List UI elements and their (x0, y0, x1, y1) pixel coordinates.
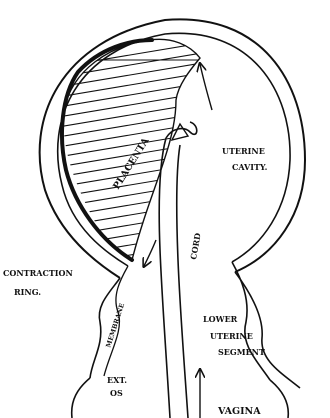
label-uterine-cavity-2: CAVITY. (232, 162, 268, 172)
external-os-right (270, 380, 288, 418)
arrow-down-left (144, 240, 156, 266)
label-cord: CORD (188, 232, 203, 260)
external-os-left (72, 378, 90, 418)
label-uterine-cavity-1: UTERINE (222, 146, 265, 156)
label-contraction-ring-1: CONTRACTION (3, 268, 73, 278)
label-vagina: VAGINA (217, 406, 261, 417)
label-contraction-ring-2: RING. (14, 287, 41, 297)
label-ext-os-2: OS (110, 388, 123, 398)
label-lower-segment-1: LOWER (203, 314, 238, 324)
arrow-up-right (200, 64, 212, 110)
cord-insertion-knot (172, 124, 188, 140)
label-ext-os-1: EXT. (107, 375, 127, 385)
label-placenta: PLACENTA (111, 136, 152, 192)
label-lower-segment-2: UTERINE (210, 331, 253, 341)
umbilical-cord (159, 122, 197, 418)
label-lower-segment-3: SEGMENT (218, 347, 265, 357)
lower-segment-wall (232, 262, 270, 380)
